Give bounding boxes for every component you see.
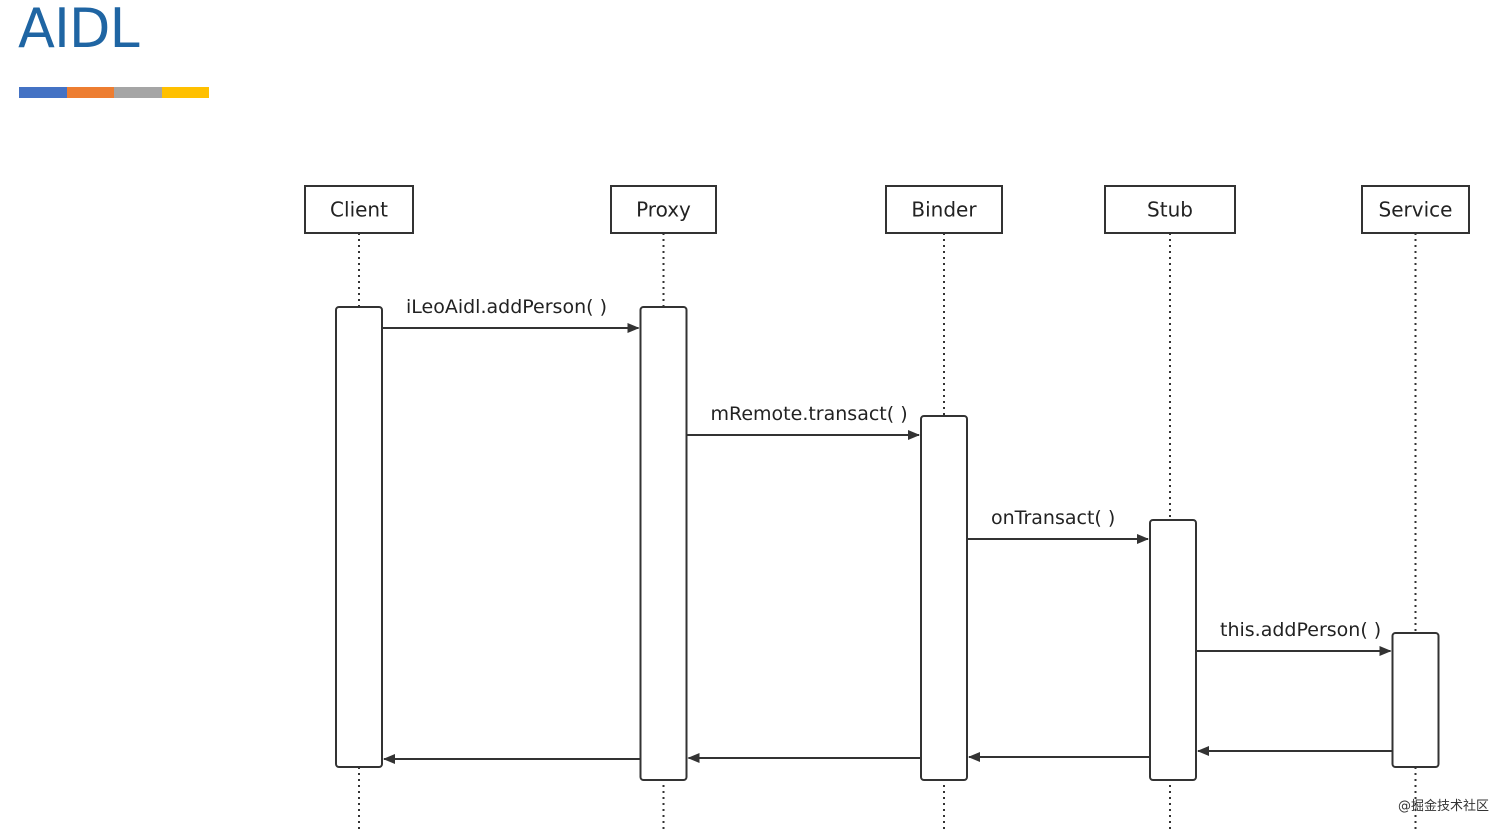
participant-proxy: Proxy	[610, 185, 717, 234]
activation-client	[335, 306, 383, 768]
participant-label: Proxy	[636, 198, 691, 222]
accent-segment	[19, 87, 67, 98]
participant-box	[304, 185, 414, 234]
call-message-2: mRemote.transact( )	[686, 403, 920, 440]
participant-service: Service	[1361, 185, 1470, 234]
participant-stub: Stub	[1104, 185, 1236, 234]
accent-segment	[66, 87, 114, 98]
activation-service	[1391, 632, 1440, 768]
participant-box	[610, 185, 717, 234]
participant-box	[1361, 185, 1470, 234]
call-message-1: iLeoAidl.addPerson( )	[382, 296, 640, 333]
participant-binder: Binder	[885, 185, 1003, 234]
participant-client: Client	[304, 185, 414, 234]
message-label: mRemote.transact( )	[711, 403, 908, 425]
activation-stub	[1149, 519, 1197, 781]
participant-label: Service	[1379, 198, 1453, 222]
participant-box	[1104, 185, 1236, 234]
participant-label: Stub	[1147, 198, 1193, 222]
participant-label: Binder	[911, 198, 977, 222]
call-message-3: onTransact( )	[967, 507, 1149, 544]
call-message-4: this.addPerson( )	[1196, 619, 1392, 656]
accent-segment	[161, 87, 209, 98]
message-label: this.addPerson( )	[1220, 619, 1381, 641]
watermark: @掘金技术社区	[1397, 799, 1489, 814]
message-label: iLeoAidl.addPerson( )	[406, 296, 607, 318]
activation-proxy	[639, 306, 688, 781]
participant-box	[885, 185, 1003, 234]
participant-label: Client	[330, 198, 388, 222]
title-accent-bar	[19, 87, 209, 98]
accent-segment	[114, 87, 162, 98]
message-label: onTransact( )	[991, 507, 1115, 529]
activation-binder	[920, 415, 968, 781]
page-title: AIDL	[18, 0, 140, 60]
